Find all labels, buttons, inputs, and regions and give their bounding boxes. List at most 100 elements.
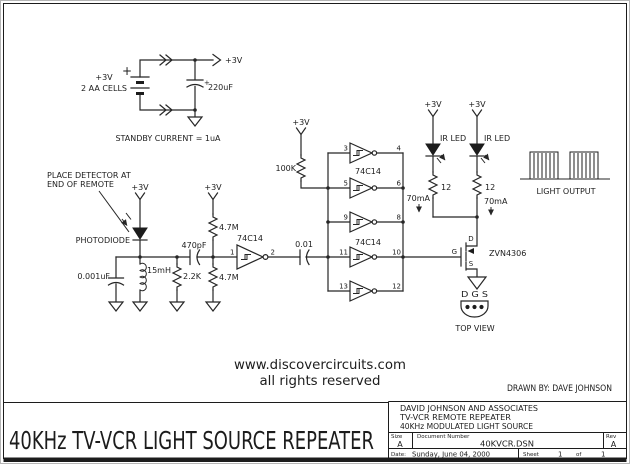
waveform-label: LIGHT OUTPUT [536,187,595,196]
led1-supply: +3V [424,100,442,109]
size-value: A [397,440,403,449]
drawn-by: DRAWN BY: DAVE JOHNSON [507,384,612,394]
cap-polarity: + [204,79,210,87]
amp-ic-label: 74C14 [237,234,263,243]
output-section: +3V IR LED 12 70mA +3V IR LED 12 70mA D … [402,100,526,333]
package-view-label: TOP VIEW [454,324,494,333]
cap-value: 220uF [208,83,233,92]
osc-ic-label: 74C14 [355,238,381,247]
mosfet-part-number: ZVN4306 [489,249,526,258]
inverter-gate: 3 4 [327,142,404,164]
doc-number-label: Document Number [417,434,470,440]
photodiode-label: PHOTODIODE [76,236,130,245]
light-out-arrows-icon [480,155,489,163]
footer: www.discovercircuits.com all rights rese… [234,357,612,394]
detector-section: PLACE DETECTOR AT END OF REMOTE +3V PHOT… [47,171,239,312]
pin-number: 12 [392,283,401,291]
burst-2 [569,151,599,180]
note-line1: PLACE DETECTOR AT [47,171,131,180]
size-label: Size [391,434,403,440]
cap1-curved-plate [107,281,125,286]
led1-resistor-value: 12 [441,183,451,192]
pin-number: 9 [344,214,348,222]
pin-number: 4 [397,145,402,153]
osc-ic-label: 74C14 [355,167,381,176]
burst-1 [529,151,559,180]
coupling-cap-value: 0.01 [295,240,313,249]
osc-supply: +3V [292,118,310,127]
battery-plus: + [122,64,132,78]
cap2-value: 470pF [182,241,207,250]
inverter-gate: 9 8 [327,211,404,233]
mosfet-drain-label: D [468,235,473,243]
bias-r-top-value: 4.7M [219,223,239,232]
mosfet-source-label: S [469,260,474,268]
project-subtitle: 40KHz MODULATED LIGHT SOURCE [400,422,533,431]
company-name: DAVID JOHNSON AND ASSOCIATES [400,404,538,413]
website-link[interactable]: www.discovercircuits.com [234,357,406,373]
title-block-borders [388,401,627,458]
inverter-bubble [262,254,269,261]
rev-value: A [611,440,617,449]
title-block: DAVID JOHNSON AND ASSOCIATES TV-VCR REMO… [388,401,627,459]
inverter-gate: 13 12 [327,280,404,302]
led1-label: IR LED [440,134,466,143]
rights-text: all rights reserved [260,373,381,389]
rail-label: +3V [225,56,243,65]
coupling-cap-curved-plate [305,249,310,266]
led1-current: 70mA [407,194,431,203]
page-title: 40KHz TV-VCR LIGHT SOURCE REPEATER [9,426,374,455]
sheet-label: Sheet [523,452,540,458]
waveform: LIGHT OUTPUT [520,151,610,196]
bias-supply: +3V [204,183,222,192]
ground-icon [466,276,488,290]
inverter-gate: 11 10 [327,246,404,268]
pin-number: 2 [271,249,275,257]
osc-resistor-wires [300,133,329,189]
sheet-border-bottom [3,457,627,462]
photodiode-supply: +3V [131,183,149,192]
led2-resistor-value: 12 [485,183,495,192]
pin-number: 6 [397,180,402,188]
mosfet-gate-label: G [452,248,457,256]
oscillator-section: +3V 100K 3 4 74C14 5 6 [275,118,405,302]
amplifier-section: 74C14 1 2 0.01 [230,234,329,270]
resistor1-value: 2.2K [183,272,202,281]
led2-current: 70mA [484,197,508,206]
date-value: Sunday, June 04, 2000 [412,451,490,459]
sheet-value: 1 [558,451,562,459]
led2-label: IR LED [484,134,510,143]
sheet-total-value: 1 [601,451,605,459]
mosfet-arrow-icon [467,248,474,254]
cap1-value: 0.001uF [77,272,110,281]
pin-number: 5 [344,180,348,188]
pin-number: 1 [230,249,234,257]
bias-r-bottom-value: 4.7M [219,273,239,282]
inductor-value: 15mH [147,266,171,275]
package-pins-label: D G S [461,290,488,299]
date-label: Date: [391,452,406,458]
osc-resistor-value: 100K [275,164,296,173]
inverter-gate: 5 6 [327,177,404,199]
cap2-curved-plate [196,249,201,266]
sheet-of-label: of [576,452,582,458]
battery-long-plates [130,76,150,89]
mosfet-wires [402,216,478,278]
rail-arrow-icon [212,53,222,67]
light-out-arrows-icon [436,155,445,163]
led2-supply: +3V [468,100,486,109]
power-supply-section: + +3V 2 AA CELLS + 220uF +3V STANDBY CUR… [81,53,243,143]
cap1-wires [107,256,125,303]
battery-short-plates [136,81,144,95]
light-in-arrows-icon [122,212,131,226]
project-name: TV-VCR REMOTE REPEATER [399,413,511,422]
inverter-triangle [236,244,265,270]
pin-number: 8 [397,214,401,222]
rev-label: Rev [606,434,617,440]
cap-curved-plate [186,83,204,88]
pin-number: 3 [344,145,348,153]
title-bar: 40KHz TV-VCR LIGHT SOURCE REPEATER [3,402,389,458]
